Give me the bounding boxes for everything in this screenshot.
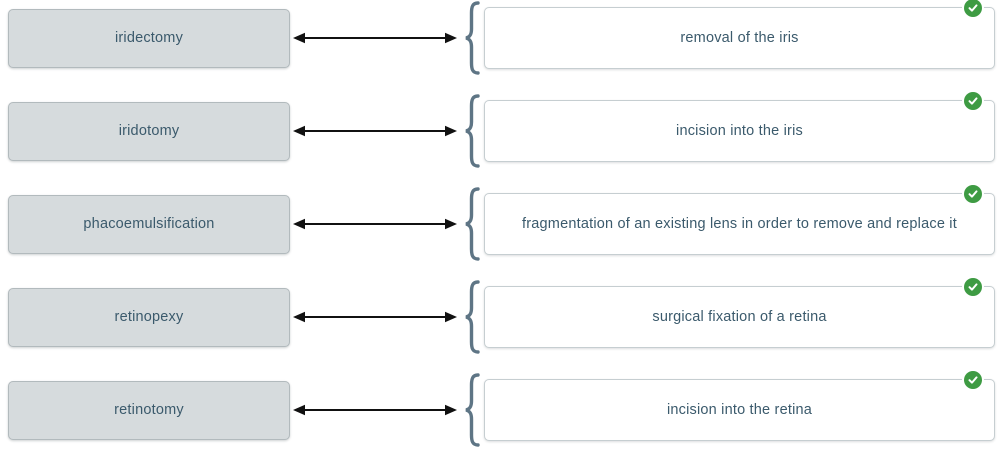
definition-label: incision into the iris	[676, 123, 803, 139]
curly-brace-icon	[460, 372, 484, 448]
definition-label: incision into the retina	[666, 402, 813, 418]
correct-check-icon	[964, 371, 982, 389]
term-card-retinopexy[interactable]: retinopexy	[8, 287, 290, 347]
match-row: phacoemulsification fragmentation of an …	[0, 185, 1000, 261]
term-label: retinopexy	[114, 309, 184, 325]
double-arrow-icon	[293, 218, 457, 230]
match-connector	[290, 124, 460, 138]
correct-check-icon	[964, 185, 982, 203]
match-connector	[290, 310, 460, 324]
definition-label: surgical fixation of a retina	[652, 309, 827, 325]
definition-card[interactable]: fragmentation of an existing lens in ord…	[484, 185, 995, 255]
term-card-iridectomy[interactable]: iridectomy	[8, 8, 290, 68]
curly-brace-icon	[460, 0, 484, 76]
match-connector	[290, 403, 460, 417]
term-label: iridectomy	[114, 30, 184, 46]
term-label: iridotomy	[118, 123, 180, 139]
match-row: retinopexy surgical fixation of a retina	[0, 278, 1000, 354]
definition-card[interactable]: incision into the retina	[484, 371, 995, 441]
match-connector	[290, 31, 460, 45]
definition-card[interactable]: removal of the iris	[484, 0, 995, 69]
correct-check-icon	[964, 92, 982, 110]
term-label: retinotomy	[114, 402, 184, 418]
match-row: retinotomy incision into the retina	[0, 371, 1000, 447]
term-card-iridotomy[interactable]: iridotomy	[8, 101, 290, 161]
definition-label: fragmentation of an existing lens in ord…	[522, 216, 957, 232]
definition-card[interactable]: surgical fixation of a retina	[484, 278, 995, 348]
match-row: iridectomy removal of the iris	[0, 0, 1000, 75]
definition-card[interactable]: incision into the iris	[484, 92, 995, 162]
term-card-phacoemulsification[interactable]: phacoemulsification	[8, 194, 290, 254]
double-arrow-icon	[293, 32, 457, 44]
term-card-retinotomy[interactable]: retinotomy	[8, 380, 290, 440]
definition-label: removal of the iris	[680, 30, 799, 46]
correct-check-icon	[964, 278, 982, 296]
term-label: phacoemulsification	[83, 216, 215, 232]
double-arrow-icon	[293, 125, 457, 137]
double-arrow-icon	[293, 311, 457, 323]
curly-brace-icon	[460, 279, 484, 355]
correct-check-icon	[964, 0, 982, 17]
curly-brace-icon	[460, 93, 484, 169]
match-row: iridotomy incision into the iris	[0, 92, 1000, 168]
double-arrow-icon	[293, 404, 457, 416]
curly-brace-icon	[460, 186, 484, 262]
match-connector	[290, 217, 460, 231]
